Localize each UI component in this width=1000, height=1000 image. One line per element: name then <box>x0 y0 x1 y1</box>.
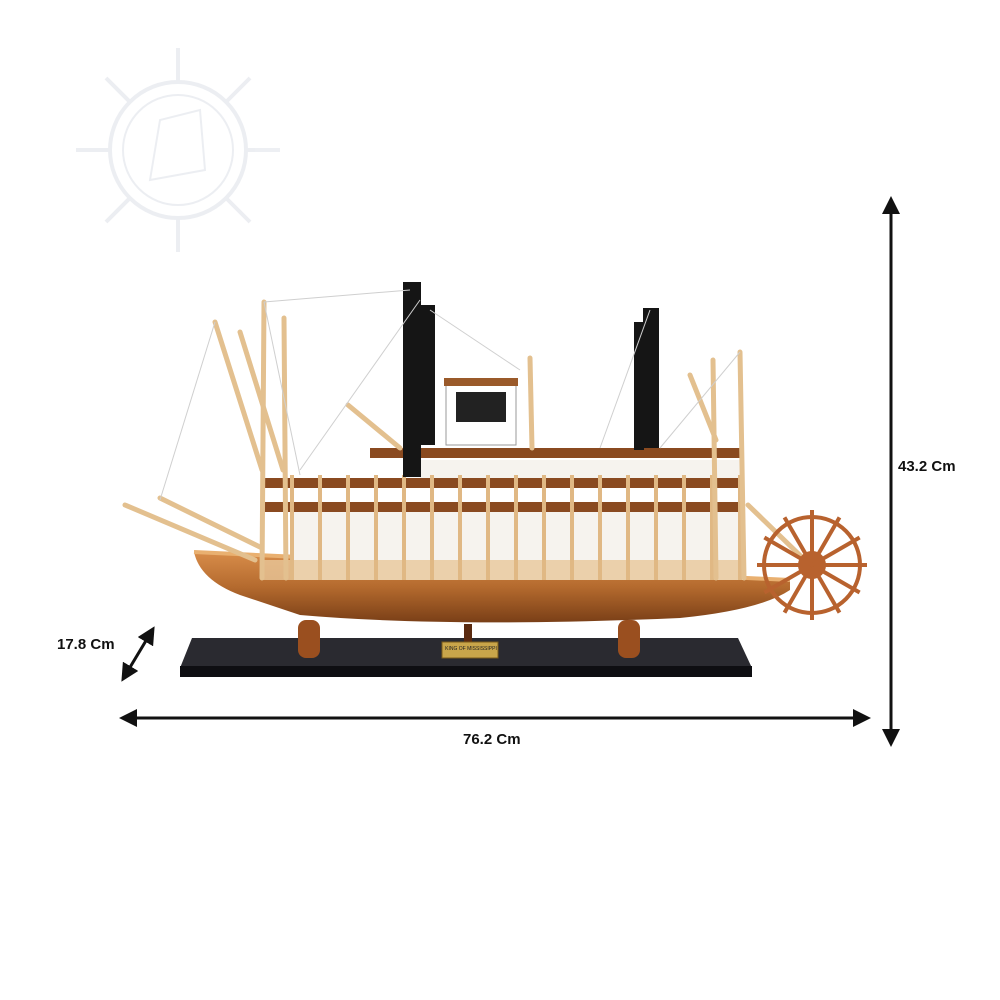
wheel-spoke <box>782 564 814 614</box>
height-label: 43.2 Cm <box>898 458 956 475</box>
display-base <box>180 620 752 677</box>
masts <box>122 299 813 581</box>
depth-label: 17.8 Cm <box>57 636 115 653</box>
wheel-spoke <box>782 516 814 566</box>
wheel-spoke <box>810 516 842 566</box>
depth-arrow <box>121 626 155 682</box>
smokestacks <box>403 282 659 477</box>
deck-posts <box>290 475 742 580</box>
superstructure <box>262 378 745 580</box>
length-label: 76.2 Cm <box>463 731 521 748</box>
dimension-arrows <box>119 196 900 747</box>
wheel-spoke <box>763 563 813 595</box>
wheel-spoke <box>811 535 861 567</box>
watermark-logo <box>76 48 280 252</box>
wheel-spoke <box>810 564 842 614</box>
paddle-wheel <box>757 510 867 620</box>
plaque-text: KING OF MISSISSIPPI <box>445 646 497 652</box>
wheel-spoke <box>763 535 813 567</box>
wheel-spoke <box>811 563 861 595</box>
name-plaque <box>441 641 499 659</box>
rigging <box>159 289 741 501</box>
